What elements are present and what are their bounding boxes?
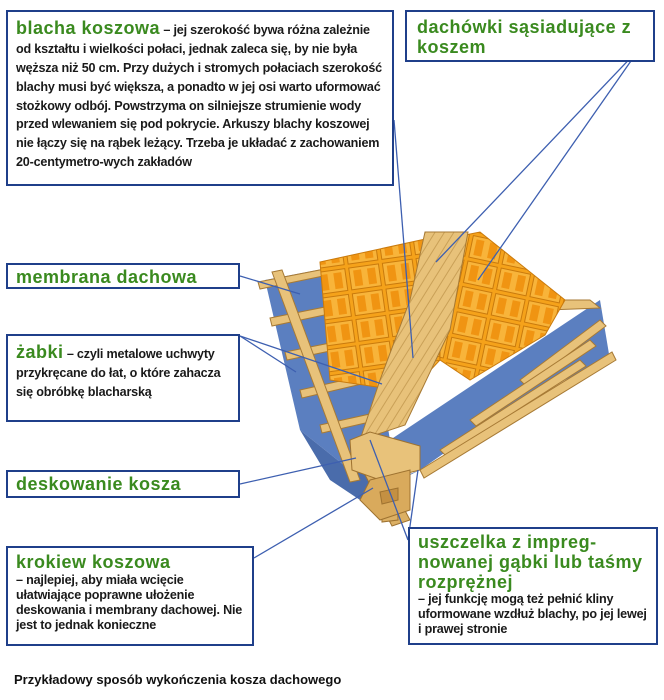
label-title: membrana dachowa: [16, 267, 198, 287]
label-title: dachówki sąsiadujące z koszem: [417, 17, 632, 57]
label-membrana: membrana dachowa: [6, 263, 240, 289]
label-title: blacha koszowa: [16, 18, 161, 38]
label-deskowanie: deskowanie kosza: [6, 470, 240, 498]
label-title: deskowanie kosza: [16, 474, 182, 494]
figure-caption: Przykładowy sposób wykończenia kosza dac…: [14, 672, 342, 687]
label-title: żabki: [16, 342, 64, 362]
valley-rafter-base: [349, 431, 421, 521]
label-uszczelka: uszczelka z impreg-nowanej gąbki lub taś…: [408, 527, 658, 645]
label-zabki: żabki – czyli metalowe uchwyty przykręca…: [6, 334, 240, 422]
label-text: – najlepiej, aby miała wcięcie ułatwiają…: [16, 573, 243, 632]
label-text: – czyli metalowe uchwyty przykręcane do …: [16, 347, 221, 399]
label-blacha-koszowa: blacha koszowa – jej szerokość bywa różn…: [6, 10, 394, 186]
label-krokiew: krokiew koszowa – najlepiej, aby miała w…: [6, 546, 254, 646]
tiles-right: [439, 231, 566, 381]
label-title: uszczelka z impreg-nowanej gąbki lub taś…: [418, 532, 643, 592]
label-dachowki: dachówki sąsiadujące z koszem: [405, 10, 655, 62]
label-text: – jej funkcję mogą też pełnić kliny ufor…: [418, 592, 647, 637]
valley-metal-sheet: [359, 231, 469, 441]
label-text: – jej szerokość bywa różna zależnie od k…: [16, 23, 382, 170]
label-title: krokiew koszowa: [16, 552, 171, 572]
leader-lines: [239, 47, 641, 559]
battens-right: [419, 299, 617, 479]
